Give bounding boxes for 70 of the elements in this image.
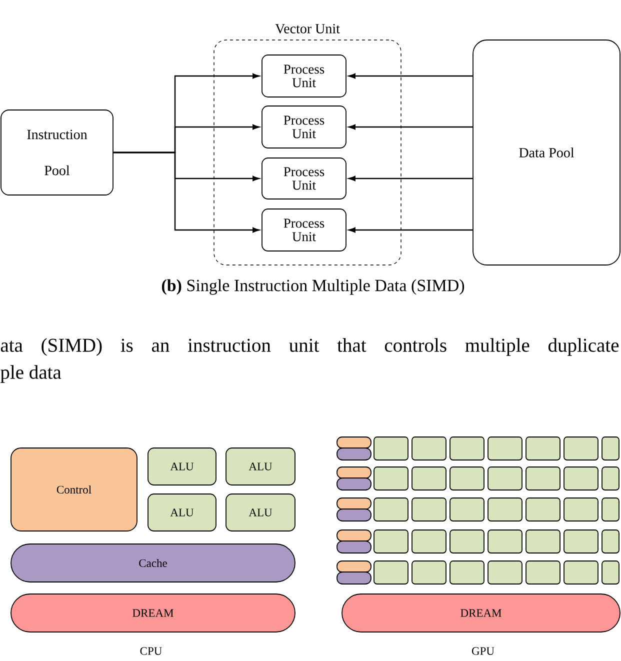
core-box bbox=[374, 436, 408, 460]
cache-bar bbox=[336, 478, 372, 490]
alu-box: ALU bbox=[148, 448, 216, 486]
core-box bbox=[526, 436, 560, 460]
core-box bbox=[412, 436, 446, 460]
core-box bbox=[526, 530, 560, 554]
process-unit-box: Process Unit bbox=[262, 208, 346, 252]
node-label: Vector Unit bbox=[275, 24, 340, 34]
alu-box: ALU bbox=[226, 448, 296, 486]
arrow bbox=[348, 227, 473, 233]
core-box bbox=[412, 530, 446, 554]
cache-bar bbox=[336, 540, 372, 554]
core-box bbox=[450, 530, 484, 554]
memory-bar: DREAM bbox=[342, 594, 620, 632]
core-box bbox=[602, 530, 620, 554]
core-box bbox=[602, 498, 620, 522]
cache-bar: Cache bbox=[10, 544, 296, 582]
core-box bbox=[450, 466, 484, 490]
caption: (b) Single Instruction Multiple Data (SIMD) bbox=[162, 279, 464, 295]
core-box bbox=[564, 436, 598, 460]
control-bar bbox=[336, 436, 372, 448]
core-box bbox=[374, 498, 408, 522]
paragraph-text: ata (SIMD) is an instruction unit that controls multiple duplicate bbox=[0, 338, 619, 356]
arrow bbox=[348, 73, 473, 79]
core-box bbox=[602, 436, 620, 460]
control-bar bbox=[336, 498, 372, 510]
core-box bbox=[564, 560, 598, 584]
process-unit-box: Process Unit bbox=[262, 158, 346, 200]
cache-bar bbox=[336, 508, 372, 522]
alu-box: ALU bbox=[226, 494, 296, 532]
process-unit-box: Process Unit bbox=[262, 54, 346, 98]
core-box bbox=[564, 466, 598, 490]
core-box bbox=[412, 466, 446, 490]
cache-bar bbox=[336, 448, 372, 460]
arrow bbox=[113, 152, 260, 233]
pool-box: Instruction Pool bbox=[0, 110, 114, 196]
paragraph-text: ple data bbox=[0, 365, 62, 383]
memory-bar: DREAM bbox=[10, 594, 296, 632]
core-box bbox=[450, 560, 484, 584]
core-box bbox=[488, 498, 522, 522]
arrow bbox=[348, 176, 473, 182]
cache-bar bbox=[336, 572, 372, 584]
core-box bbox=[412, 498, 446, 522]
control-box: Control bbox=[10, 448, 138, 532]
core-box bbox=[564, 498, 598, 522]
core-box bbox=[450, 436, 484, 460]
core-box bbox=[412, 560, 446, 584]
core-box bbox=[374, 466, 408, 490]
core-box bbox=[488, 560, 522, 584]
arrow bbox=[348, 124, 473, 130]
panel-label: GPU bbox=[472, 647, 494, 655]
control-bar bbox=[336, 466, 372, 478]
core-box bbox=[450, 498, 484, 522]
core-box bbox=[526, 498, 560, 522]
pool-box: Data Pool bbox=[472, 40, 620, 266]
core-box bbox=[526, 466, 560, 490]
core-box bbox=[488, 436, 522, 460]
control-bar bbox=[336, 530, 372, 542]
panel-label: CPU bbox=[140, 647, 162, 655]
core-box bbox=[374, 530, 408, 554]
control-bar bbox=[336, 560, 372, 572]
alu-box: ALU bbox=[148, 494, 216, 532]
core-box bbox=[564, 530, 598, 554]
process-unit-box: Process Unit bbox=[262, 106, 346, 148]
core-box bbox=[374, 560, 408, 584]
core-box bbox=[602, 560, 620, 584]
core-box bbox=[488, 466, 522, 490]
core-box bbox=[526, 560, 560, 584]
core-box bbox=[488, 530, 522, 554]
core-box bbox=[602, 466, 620, 490]
